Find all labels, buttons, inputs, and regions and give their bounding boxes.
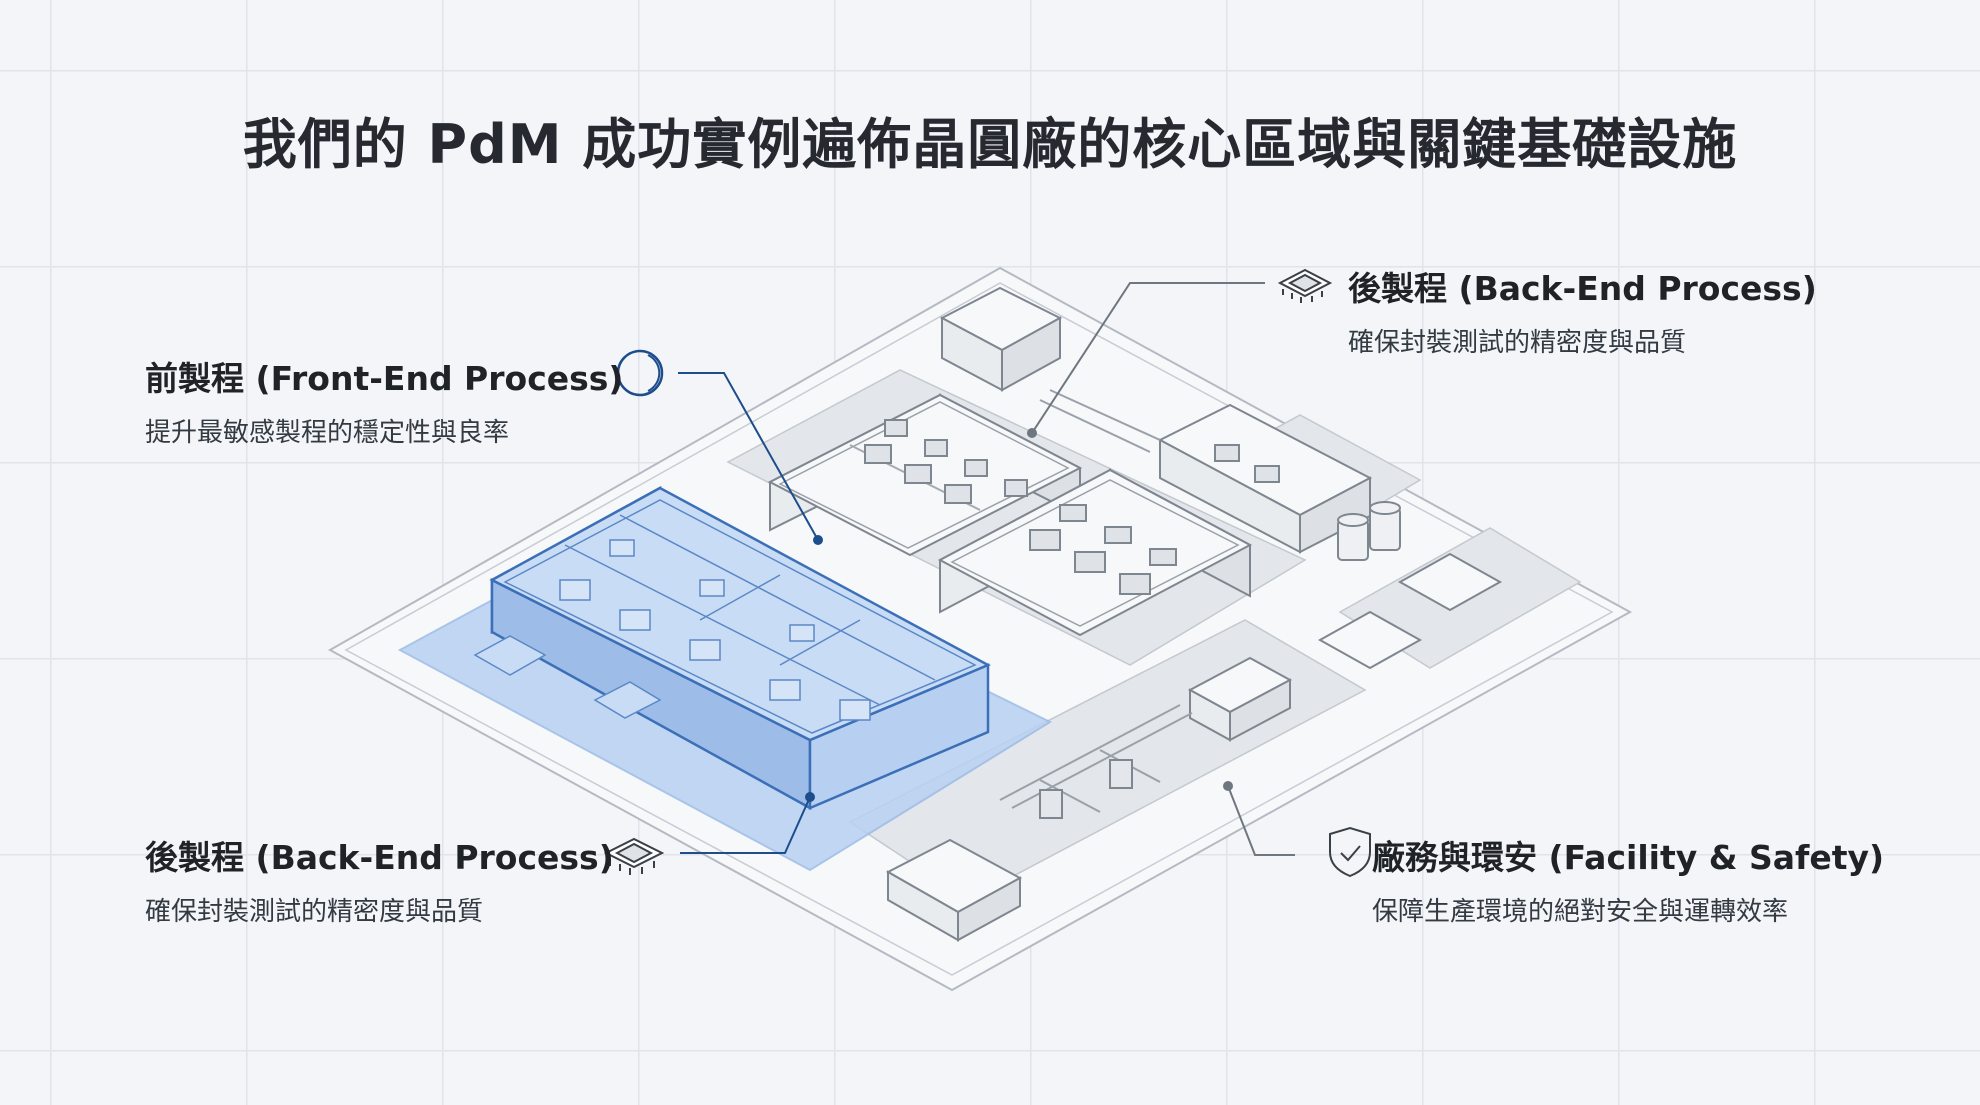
anchor-dot-back-end-bottom	[805, 792, 815, 802]
callout-facility: 廠務與環安 (Facility & Safety) 保障生產環境的絕對安全與運轉…	[1372, 831, 1884, 928]
building-central-grey	[937, 468, 1253, 637]
facility-area	[885, 552, 1503, 942]
leader-lines	[678, 282, 1295, 856]
leader-line-back-end-bottom	[680, 796, 811, 854]
callout-back-end-bottom: 後製程 (Back-End Process) 確保封裝測試的精密度與品質	[145, 831, 614, 928]
callout-facility-description: 保障生產環境的絕對安全與運轉效率	[1372, 897, 1789, 927]
chip-icon	[1277, 268, 1333, 303]
shield-check-icon	[1329, 826, 1371, 878]
leader-line-back-end-top	[1031, 282, 1265, 434]
callout-back-end-top-description: 確保封裝測試的精密度與品質	[1348, 328, 1687, 358]
callout-front-end-heading: 前製程 (Front-End Process)	[145, 359, 624, 398]
anchor-dot-back-end-top	[1027, 428, 1037, 438]
anchor-dot-facility	[1223, 781, 1233, 791]
storage-tanks	[1337, 501, 1401, 561]
callout-back-end-top: 後製程 (Back-End Process) 確保封裝測試的精密度與品質	[1348, 262, 1817, 359]
building-back-end-grey	[1157, 403, 1373, 554]
callout-back-end-bottom-description: 確保封裝測試的精密度與品質	[145, 897, 484, 927]
building-back-end-highlight	[473, 485, 991, 811]
building-small-top	[939, 286, 1161, 453]
callout-facility-heading: 廠務與環安 (Facility & Safety)	[1372, 838, 1885, 877]
wafer-icon	[616, 349, 664, 397]
callout-back-end-top-heading: 後製程 (Back-End Process)	[1348, 269, 1817, 308]
leader-line-facility	[1227, 785, 1295, 856]
leader-line-front-end	[678, 372, 819, 541]
chip-icon	[603, 837, 665, 875]
callout-front-end-description: 提升最敏感製程的穩定性與良率	[145, 418, 510, 448]
callout-front-end: 前製程 (Front-End Process) 提升最敏感製程的穩定性與良率	[145, 352, 624, 449]
anchor-dot-front-end	[813, 535, 823, 545]
building-front-end-grey	[767, 393, 1083, 557]
page-title: 我們的 PdM 成功實例遍佈晶圓廠的核心區域與關鍵基礎設施	[242, 113, 1738, 176]
callout-back-end-bottom-heading: 後製程 (Back-End Process)	[145, 838, 614, 877]
